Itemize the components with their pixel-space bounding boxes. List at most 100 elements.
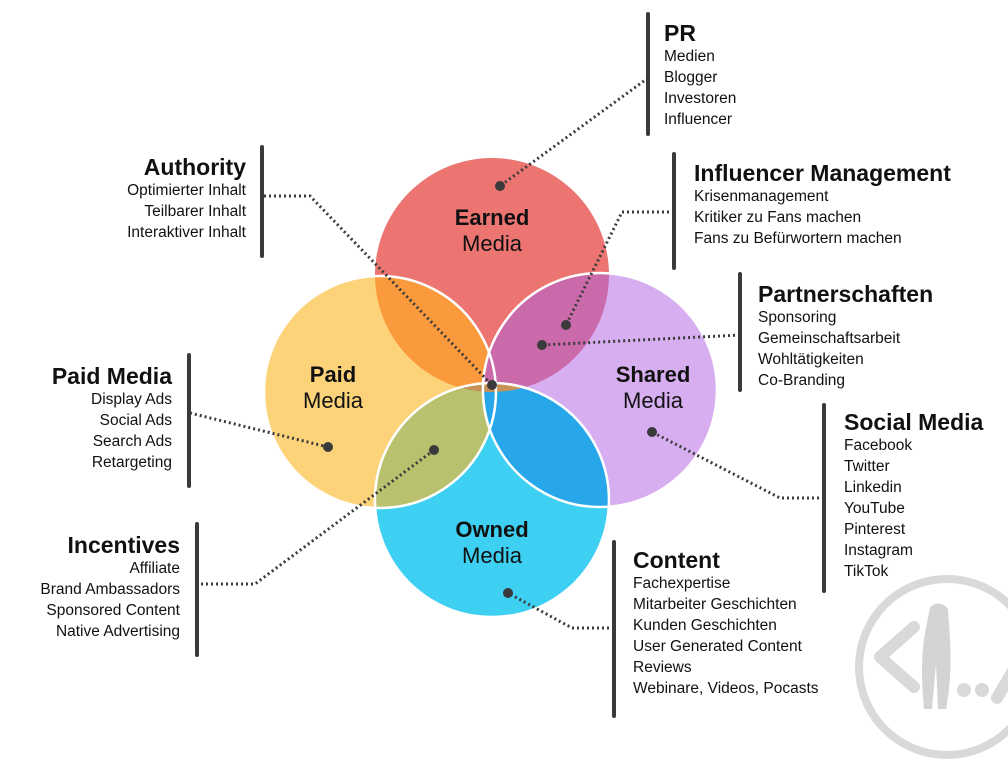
dot-influencer	[561, 320, 571, 330]
list-item: Investoren	[664, 90, 737, 107]
list-item: Sponsoring	[758, 309, 837, 326]
list-item: Affiliate	[129, 560, 180, 577]
list-item: Webinare, Videos, Pocasts	[633, 680, 819, 697]
bar-pr	[646, 12, 650, 136]
bar-content	[612, 540, 616, 718]
label-earned-line1: Earned	[454, 205, 530, 230]
list-item: Wohltätigkeiten	[758, 351, 864, 368]
content-title: Content	[633, 547, 720, 573]
list-item: Native Advertising	[55, 623, 180, 640]
label-earned-line2: Media	[462, 231, 522, 256]
list-item: Display Ads	[91, 391, 172, 408]
list-item: Sponsored Content	[46, 602, 180, 619]
list-item: Search Ads	[92, 433, 172, 450]
list-item: Blogger	[664, 69, 718, 86]
list-item: Pinterest	[844, 521, 906, 538]
dot-social	[647, 427, 657, 437]
pr-title: PR	[664, 20, 696, 46]
outline-shared	[481, 271, 719, 509]
label-owned-line1: Owned	[455, 517, 529, 542]
overlap-earned-paid	[375, 276, 496, 392]
label-shared-line1: Shared	[615, 362, 691, 387]
list-item: Linkedin	[844, 479, 902, 496]
bar-incentives	[195, 522, 199, 657]
list-item: TikTok	[844, 563, 889, 580]
list-item: YouTube	[844, 500, 905, 517]
bar-influencer	[672, 152, 676, 270]
list-item: Retargeting	[91, 454, 172, 471]
dot-incentives	[429, 445, 439, 455]
partner-title: Partnerschaften	[758, 281, 934, 307]
bar-paid	[187, 353, 191, 488]
list-item: Kunden Geschichten	[633, 617, 777, 634]
dot-paid	[323, 442, 333, 452]
list-item: Medien	[664, 48, 715, 65]
bar-authority	[260, 145, 264, 258]
outline-owned	[373, 381, 611, 619]
list-item: Influencer	[664, 111, 733, 128]
influencer-title: Influencer Management	[694, 160, 951, 186]
bar-partner	[738, 272, 742, 392]
code-person-logo-icon	[855, 575, 1008, 759]
dot-content	[503, 588, 513, 598]
connector-pr	[499, 76, 649, 188]
connector-partner	[541, 333, 741, 347]
dot-partner	[537, 340, 547, 350]
connector-influencer	[564, 210, 674, 326]
authority-title: Authority	[143, 154, 246, 180]
dot-authority	[487, 380, 497, 390]
list-item: Mitarbeiter Geschichten	[633, 596, 797, 613]
list-item: Brand Ambassadors	[40, 581, 180, 598]
label-paid-line1: Paid	[309, 362, 357, 387]
label-paid-line2: Media	[303, 388, 363, 413]
connector-content	[507, 591, 614, 630]
list-item: Twitter	[844, 458, 890, 475]
list-item: Kritiker zu Fans machen	[694, 209, 862, 226]
list-item: Co-Branding	[758, 372, 846, 389]
list-item: Social Ads	[99, 412, 172, 429]
label-paid-media: Paid Media	[263, 362, 403, 414]
label-owned-media: Owned Media	[422, 517, 562, 569]
list-item: Gemeinschaftsarbeit	[758, 330, 901, 347]
paid-title: Paid Media	[51, 363, 172, 389]
list-item: Krisenmanagement	[694, 188, 829, 205]
connector-social	[651, 430, 824, 500]
list-item: Interaktiver Inhalt	[127, 224, 246, 241]
list-item: Reviews	[633, 659, 692, 676]
label-shared-line2: Media	[623, 388, 683, 413]
list-item: Facebook	[844, 437, 913, 454]
dot-pr	[495, 181, 505, 191]
connector-paid	[189, 411, 329, 449]
list-item: Teilbarer Inhalt	[144, 203, 246, 220]
label-shared-media: Shared Media	[583, 362, 723, 414]
list-item: Instagram	[844, 542, 913, 559]
label-owned-line2: Media	[462, 543, 522, 568]
list-item: Optimierter Inhalt	[127, 182, 246, 199]
list-item: Fachexpertise	[633, 575, 731, 592]
list-item: Fans zu Befürwortern machen	[694, 230, 902, 247]
bar-social	[822, 403, 826, 593]
list-item: User Generated Content	[633, 638, 802, 655]
venn-diagram	[189, 76, 824, 630]
connector-authority	[264, 194, 494, 387]
label-earned-media: Earned Media	[422, 205, 562, 257]
outline-paid	[262, 274, 498, 510]
social-title: Social Media	[844, 409, 984, 435]
incentives-title: Incentives	[67, 532, 181, 558]
